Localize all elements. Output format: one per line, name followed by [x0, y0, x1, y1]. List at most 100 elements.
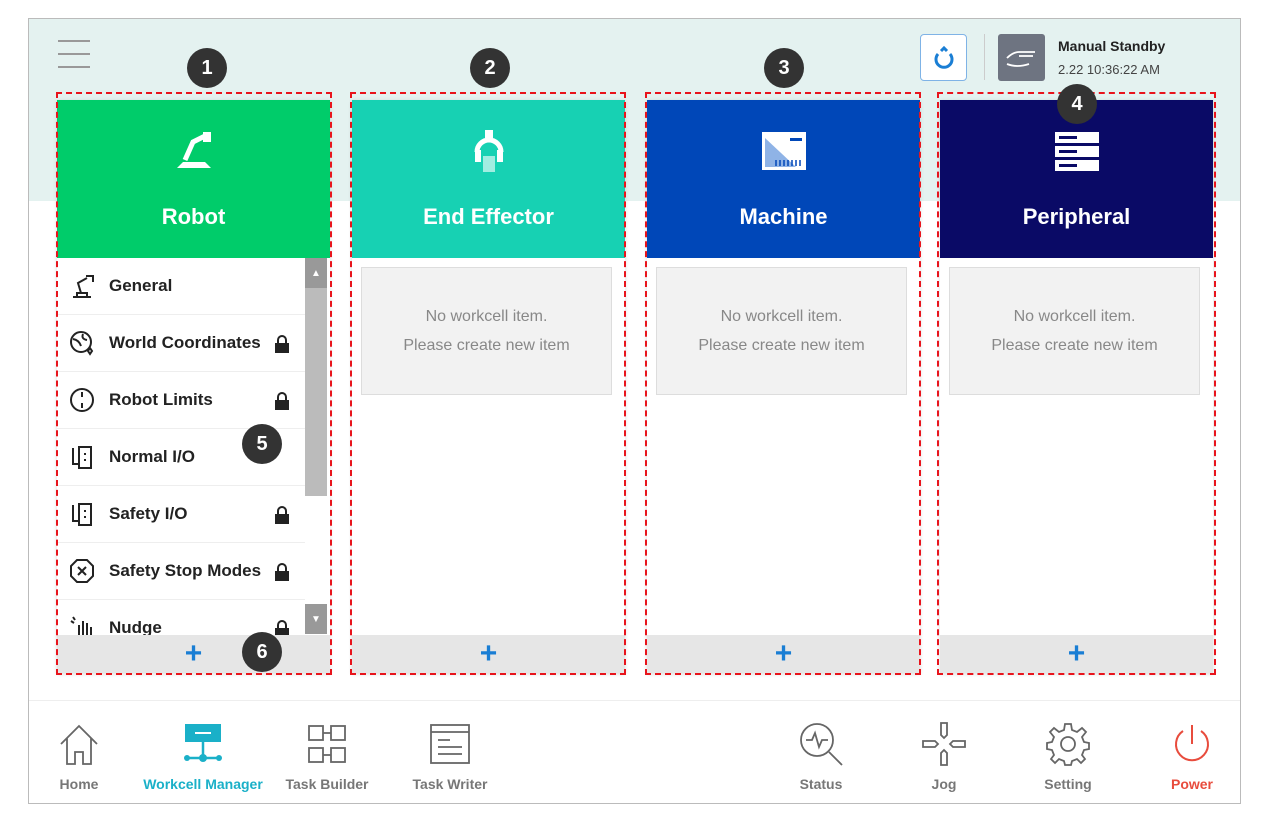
scroll-down-button[interactable]: ▼ — [305, 604, 327, 634]
nav-setting-label: Setting — [1044, 776, 1092, 792]
machine-list: No workcell item. Please create new item — [647, 258, 920, 635]
lock-icon — [275, 563, 289, 581]
empty-message: No workcell item. — [720, 308, 843, 325]
annotation-box-2 — [350, 92, 626, 675]
lock-icon — [275, 620, 289, 635]
item-label: Safety I/O — [109, 504, 188, 523]
mode-title: Manual Standby — [1058, 38, 1166, 54]
robot-add-button[interactable]: + — [57, 635, 330, 673]
nav-jog[interactable]: Jog — [884, 719, 1004, 792]
gear-icon — [1045, 719, 1091, 769]
nav-home[interactable]: Home — [19, 719, 139, 792]
robot-item-general[interactable]: General — [57, 258, 305, 315]
item-label: Normal I/O — [109, 447, 195, 466]
mode-time: 2.22 10:36:22 AM — [1058, 62, 1160, 77]
item-icon — [69, 615, 95, 635]
item-label: General — [109, 276, 173, 295]
machine-title: Machine — [739, 204, 828, 229]
annotation-badge-1: 1 — [187, 48, 227, 88]
robot-item-world-coordinates[interactable]: World Coordinates — [57, 315, 305, 372]
item-icon — [69, 387, 95, 413]
end-effector-column: End Effector No workcell item.Please cre… — [352, 100, 625, 673]
robot-item-normal-i-o[interactable]: Normal I/O — [57, 429, 305, 486]
divider — [984, 34, 985, 80]
sync-icon — [934, 45, 953, 69]
nav-setting[interactable]: Setting — [1008, 719, 1128, 792]
item-icon — [69, 501, 95, 527]
task-builder-icon — [305, 719, 349, 769]
nav-status[interactable]: Status — [761, 719, 881, 792]
robot-arm-icon — [171, 126, 217, 176]
lock-icon — [275, 392, 289, 410]
status-icon — [798, 719, 844, 769]
empty-state: No workcell item. Please create new item — [656, 267, 907, 395]
power-icon — [1170, 719, 1214, 769]
nav-power-label: Power — [1170, 776, 1213, 792]
hand-icon — [1005, 50, 1035, 67]
robot-item-robot-limits[interactable]: Robot Limits — [57, 372, 305, 429]
bottom-nav: Home Workcell Manager Task Builder Task … — [29, 700, 1240, 803]
machine-icon — [760, 126, 808, 176]
empty-hint: Please create new item — [403, 337, 570, 354]
end-effector-add-button[interactable]: + — [352, 635, 625, 673]
home-icon — [57, 719, 101, 769]
nav-home-label: Home — [59, 776, 99, 792]
end-effector-list: No workcell item.Please create new item — [352, 258, 625, 635]
empty-hint: Please create new item — [698, 337, 865, 354]
machine-column: Machine No workcell item. Please create n… — [647, 100, 920, 673]
item-icon — [69, 273, 95, 299]
nav-power[interactable]: Power — [1132, 719, 1252, 792]
annotation-box-4 — [937, 92, 1216, 675]
annotation-badge-4: 4 — [1057, 84, 1097, 124]
machine-header[interactable]: Machine — [647, 100, 920, 258]
annotation-box-1 — [56, 92, 332, 675]
nav-task-writer[interactable]: Task Writer — [390, 719, 510, 792]
workcell-icon — [181, 719, 225, 769]
machine-add-button[interactable]: + — [647, 635, 920, 673]
nav-jog-label: Jog — [931, 776, 957, 792]
item-label: Safety Stop Modes — [109, 561, 262, 580]
annotation-badge-5: 5 — [242, 424, 282, 464]
robot-item-safety-stop-modes[interactable]: Safety Stop Modes — [57, 543, 305, 600]
robot-item-nudge[interactable]: Nudge — [57, 600, 305, 635]
manual-mode-button[interactable] — [998, 34, 1045, 81]
empty-message: No workcell item. — [1013, 308, 1136, 325]
item-icon — [69, 444, 95, 470]
sync-button[interactable] — [920, 34, 967, 81]
peripheral-add-button[interactable]: + — [940, 635, 1213, 673]
scrollbar[interactable]: ▲ ▼ — [305, 258, 327, 635]
nav-task-builder[interactable]: Task Builder — [267, 719, 387, 792]
lock-icon — [275, 335, 289, 353]
peripheral-title: Peripheral — [1022, 204, 1131, 229]
empty-state: No workcell item.Please create new item — [949, 267, 1200, 395]
empty-state: No workcell item.Please create new item — [361, 267, 612, 395]
end-effector-header[interactable]: End Effector — [352, 100, 625, 258]
nav-task-writer-label: Task Writer — [412, 776, 488, 792]
nav-status-label: Status — [799, 776, 843, 792]
item-icon — [69, 558, 95, 584]
robot-title: Robot — [161, 204, 226, 229]
annotation-box-3 — [645, 92, 921, 675]
gripper-icon — [469, 126, 509, 176]
peripheral-header[interactable]: Peripheral — [940, 100, 1213, 258]
server-rack-icon — [1053, 126, 1101, 176]
item-label: World Coordinates — [109, 333, 261, 352]
end-effector-title: End Effector — [423, 204, 554, 229]
item-icon — [69, 330, 95, 356]
item-label: Robot Limits — [109, 390, 213, 409]
nav-workcell-manager[interactable]: Workcell Manager — [143, 719, 263, 792]
peripheral-column: Peripheral No workcell item.Please creat… — [940, 100, 1213, 673]
annotation-badge-3: 3 — [764, 48, 804, 88]
robot-header[interactable]: Robot — [57, 100, 330, 258]
item-label: Nudge — [109, 618, 162, 635]
scroll-up-button[interactable]: ▲ — [305, 258, 327, 288]
hamburger-menu-icon[interactable] — [58, 40, 90, 70]
nav-task-builder-label: Task Builder — [285, 776, 369, 792]
scroll-thumb[interactable] — [305, 288, 327, 496]
annotation-badge-2: 2 — [470, 48, 510, 88]
jog-icon — [921, 719, 967, 769]
robot-item-safety-i-o[interactable]: Safety I/O — [57, 486, 305, 543]
nav-workcell-label: Workcell Manager — [143, 776, 263, 792]
